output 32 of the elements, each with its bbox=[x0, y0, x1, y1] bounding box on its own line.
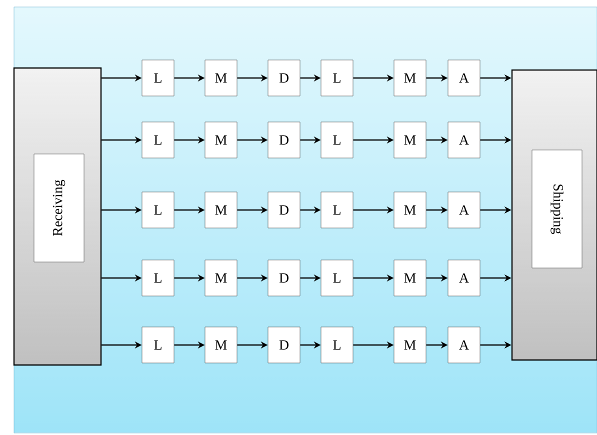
process-box: D bbox=[268, 122, 300, 158]
process-box: L bbox=[142, 192, 174, 228]
process-box: A bbox=[448, 60, 480, 96]
process-box: M bbox=[394, 122, 426, 158]
process-box: A bbox=[448, 192, 480, 228]
process-box: M bbox=[394, 192, 426, 228]
process-box: D bbox=[268, 60, 300, 96]
process-box: A bbox=[448, 260, 480, 296]
process-box: D bbox=[268, 260, 300, 296]
process-box: M bbox=[204, 326, 238, 364]
process-box: L bbox=[320, 326, 354, 364]
process-box: L bbox=[142, 326, 174, 364]
label-box: Receiving bbox=[34, 154, 84, 262]
process-box: L bbox=[320, 260, 354, 296]
process-box: L bbox=[320, 60, 354, 96]
process-box: L bbox=[142, 260, 174, 296]
process-box: L bbox=[142, 60, 174, 96]
process-box: L bbox=[320, 122, 354, 158]
process-box: M bbox=[204, 122, 238, 158]
process-box: D bbox=[268, 192, 300, 228]
process-box: D bbox=[268, 326, 300, 364]
process-box: L bbox=[320, 192, 354, 228]
process-box: M bbox=[394, 60, 426, 96]
process-box: M bbox=[204, 260, 238, 296]
process-box: M bbox=[394, 260, 426, 296]
process-box: A bbox=[448, 326, 480, 364]
process-box: M bbox=[394, 326, 426, 364]
process-box: M bbox=[204, 60, 238, 96]
label-box: Shipping bbox=[532, 150, 582, 268]
process-box: L bbox=[142, 122, 174, 158]
process-box: A bbox=[448, 122, 480, 158]
process-box: M bbox=[204, 192, 238, 228]
